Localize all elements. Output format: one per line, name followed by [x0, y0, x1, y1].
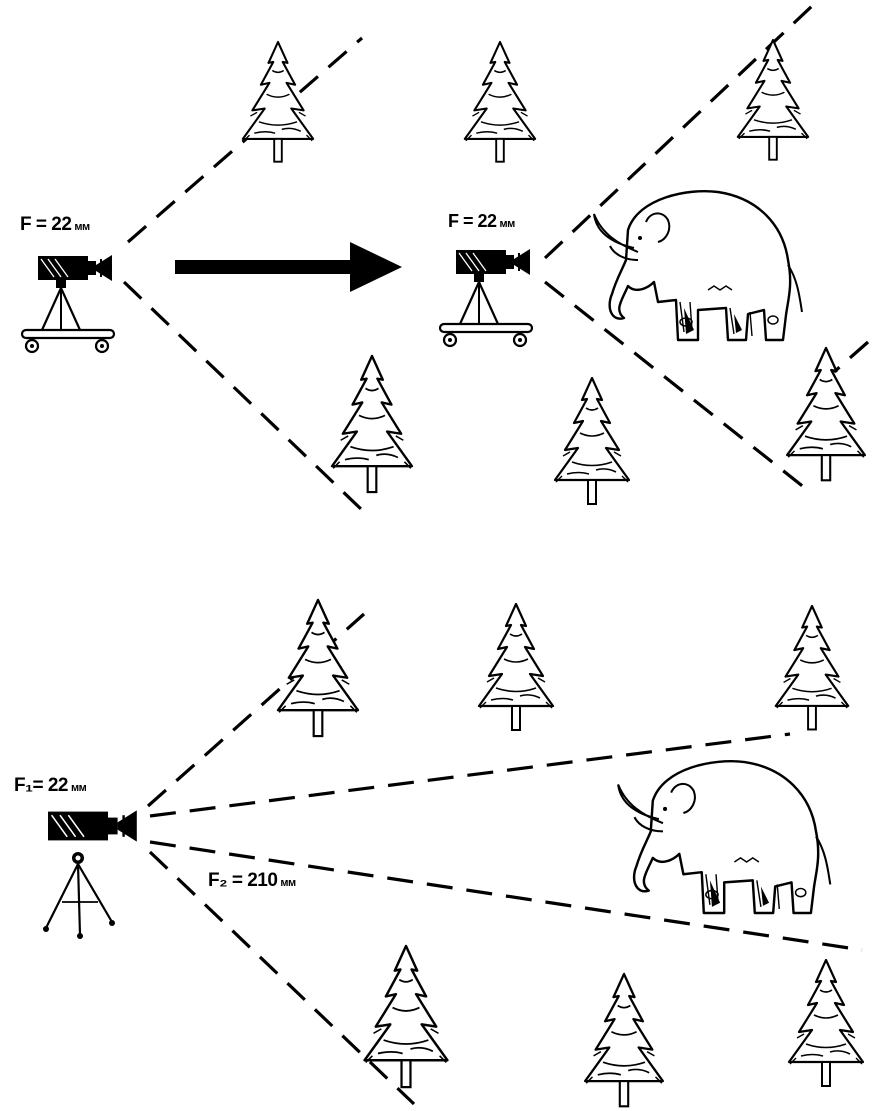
tree-top-6	[785, 346, 867, 482]
tree-top-3	[736, 38, 810, 161]
tree-bottom-3	[774, 604, 850, 731]
tree-bottom-1	[276, 598, 360, 738]
tree-top-2	[463, 40, 537, 163]
focal-length-unit: мм	[74, 221, 90, 233]
tree-bottom-6	[787, 958, 865, 1088]
bottom-panel-zoom	[43, 598, 865, 1108]
mammoth-top	[592, 189, 804, 342]
dolly-camera-end	[440, 249, 532, 346]
focal-length-value: F₂ = 210	[208, 870, 278, 891]
focal-length-value: F = 22	[20, 214, 72, 235]
tree-top-5	[553, 376, 631, 506]
tripod-camera	[43, 809, 139, 939]
tree-top-4	[330, 354, 414, 494]
tree-bottom-2	[477, 602, 555, 732]
fov-line-cam2-lower	[544, 280, 811, 494]
tree-top-1	[241, 40, 315, 163]
fov-line-cam1-lower	[122, 280, 364, 512]
fov-line-cam2-right	[832, 340, 870, 374]
dolly-move-arrow	[175, 242, 402, 292]
focal-length-value: F = 22	[448, 211, 497, 231]
focal-length-unit: мм	[70, 782, 87, 794]
top-panel-dolly	[22, 4, 870, 512]
fov-line-cam2-upper	[543, 4, 814, 260]
tree-bottom-5	[583, 972, 665, 1108]
fov-line-wide-lower	[148, 850, 416, 1106]
focal-length-value: F₁= 22	[14, 775, 68, 796]
fov-line-tele-upper	[149, 732, 791, 818]
dolly-camera-start	[22, 255, 114, 352]
focal-length-unit: мм	[499, 218, 516, 230]
fov-line-tele-lower	[149, 840, 863, 952]
focal-length-unit: мм	[280, 877, 296, 889]
tree-bottom-4	[363, 944, 449, 1089]
mammoth-bottom	[616, 759, 832, 915]
